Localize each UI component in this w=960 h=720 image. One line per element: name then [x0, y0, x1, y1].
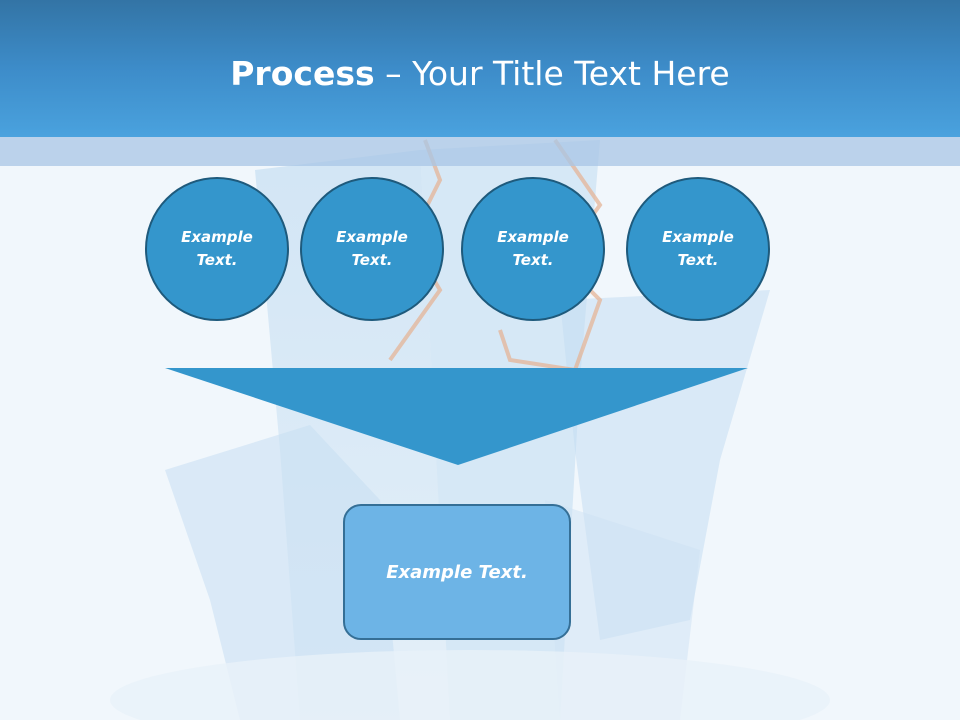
title-bar: [0, 0, 960, 137]
bg-zigzag-right: [498, 138, 603, 373]
process-circle-1-text: Example Text.: [181, 228, 253, 269]
process-circle-3[interactable]: Example Text.: [461, 177, 605, 321]
process-circle-4-text: Example Text.: [662, 228, 734, 269]
bg-sheet-left: [165, 425, 400, 720]
result-box-text: Example Text.: [386, 561, 528, 583]
result-box[interactable]: Example Text.: [343, 504, 571, 640]
title-underline-strip: [0, 137, 960, 166]
process-circle-3-text: Example Text.: [497, 228, 569, 269]
process-circle-2-text: Example Text.: [336, 228, 408, 269]
slide-title: Process – Your Title Text Here: [0, 52, 960, 96]
process-circle-1[interactable]: Example Text.: [145, 177, 289, 321]
slide-title-bold: Process: [230, 54, 375, 93]
bg-floor-shadow: [110, 650, 830, 720]
slide-title-rest: – Your Title Text Here: [374, 54, 730, 93]
process-circle-4[interactable]: Example Text.: [626, 177, 770, 321]
process-circle-2[interactable]: Example Text.: [300, 177, 444, 321]
